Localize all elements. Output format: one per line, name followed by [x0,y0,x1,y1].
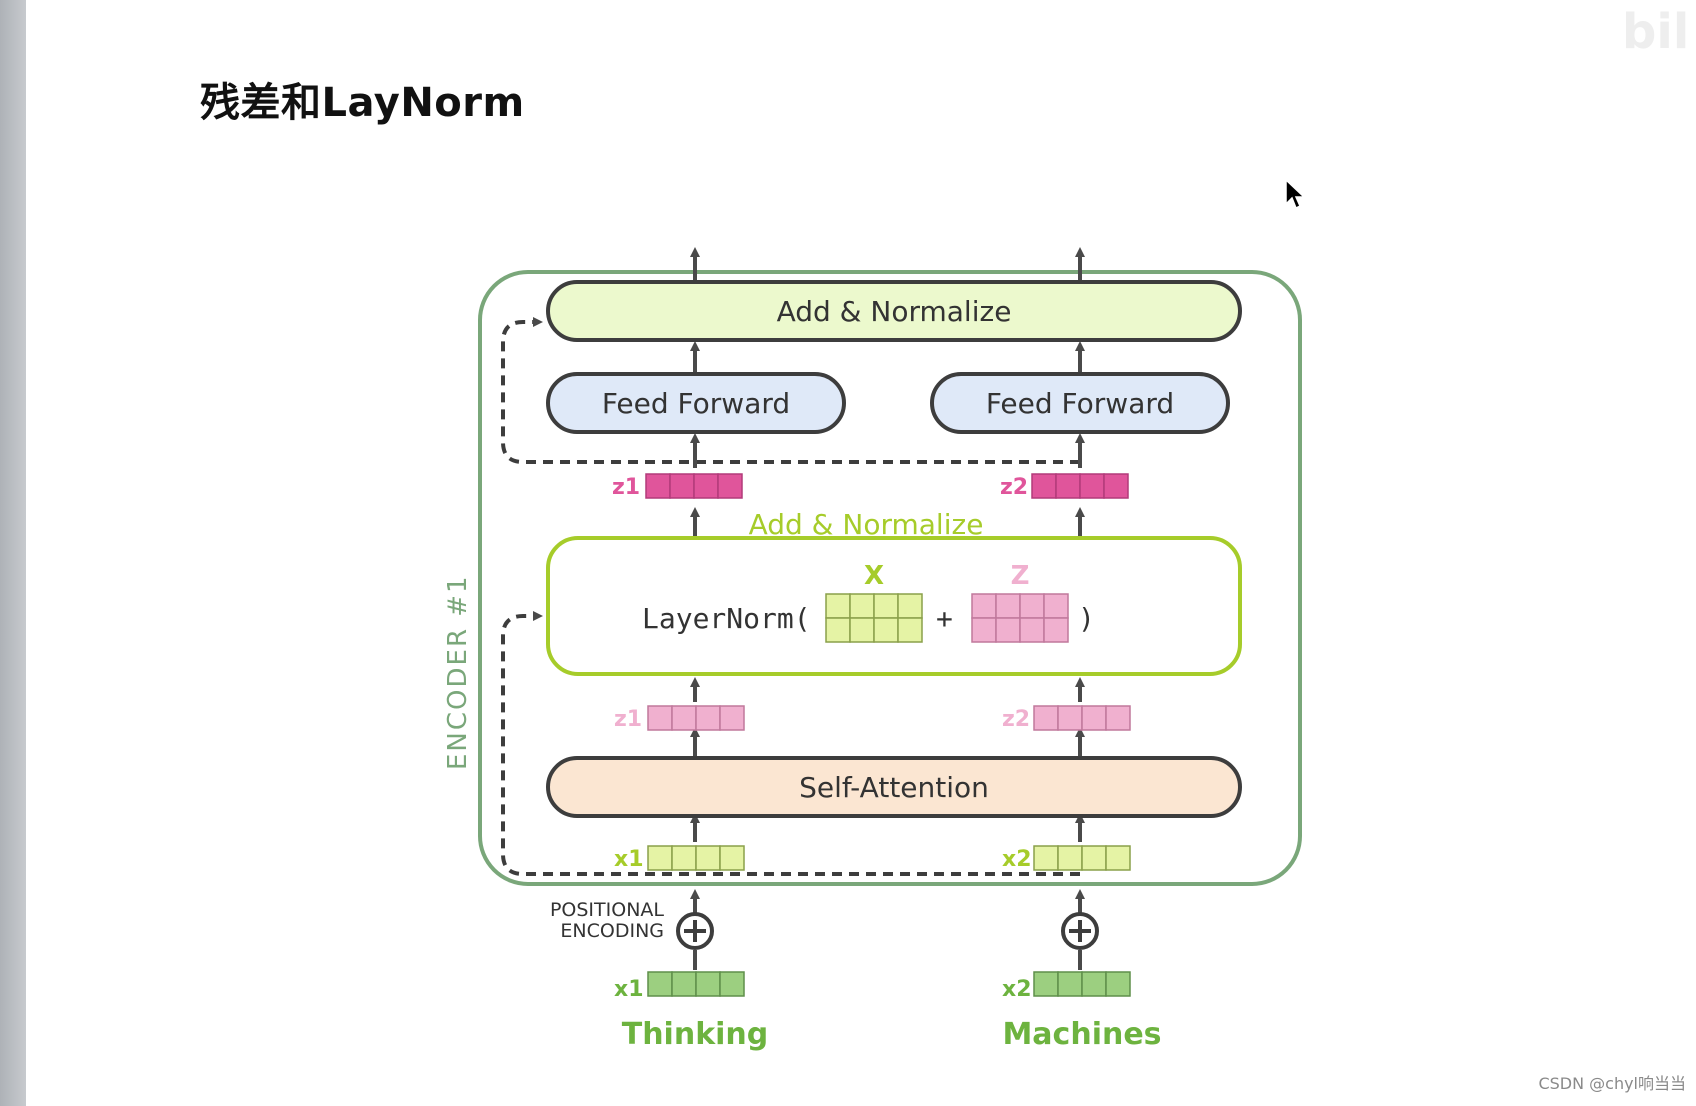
word-machines: Machines [1002,1017,1161,1052]
layernorm-plus: + [936,602,953,635]
z2-top-label: z2 [1000,475,1028,500]
feed-forward-right-box [930,372,1230,434]
feed-forward-left-label: Feed Forward [602,387,790,420]
x1-bottom-label: x1 [614,977,644,1002]
watermark: CSDN @chyl响当当 [1538,1074,1686,1093]
x2-bottom-vector [1033,971,1131,997]
self-attention-label: Self-Attention [799,771,989,804]
word-thinking: Thinking [622,1017,769,1052]
encoder-outline [478,270,1302,886]
feed-forward-right-label: Feed Forward [986,387,1174,420]
left-sidebar-edge [0,0,26,1106]
bilibili-logo-icon: bil [1622,4,1689,60]
x2-in-vector [1033,845,1131,871]
z1-top-vector [645,473,743,499]
mouse-cursor-icon [1285,178,1306,210]
layernorm-x-label: X [864,561,884,591]
svg-text:bil: bil [1622,4,1689,60]
positional-add-right-icon [1061,912,1099,950]
z1-top-label: z1 [612,475,640,500]
z2-top-vector [1031,473,1129,499]
z1-mid-vector [647,705,745,731]
positional-encoding-line2: ENCODING [560,920,664,942]
layernorm-close: ) [1078,602,1095,635]
self-attention-box [546,756,1242,818]
residual-path-top [501,317,1080,464]
encoder-label: ENCODER #1 [443,574,473,770]
z1-mid-label: z1 [614,707,642,732]
add-normalize-top-label: Add & Normalize [777,295,1012,328]
residual-path-bottom [501,611,1080,876]
layernorm-x-matrix [825,593,923,643]
add-normalize-top-box [546,280,1242,342]
x1-in-vector [647,845,745,871]
z2-mid-label: z2 [1002,707,1030,732]
layernorm-z-matrix [971,593,1069,643]
slide-title: 残差和LayNorm [200,80,525,126]
positional-add-left-icon [676,912,714,950]
feed-forward-left-box [546,372,846,434]
layernorm-func: LayerNorm( [642,602,811,635]
x1-in-label: x1 [614,847,644,872]
x2-bottom-label: x2 [1002,977,1032,1002]
x1-bottom-vector [647,971,745,997]
add-normalize-middle-label: Add & Normalize [749,508,984,541]
layernorm-z-label: Z [1011,561,1030,591]
z2-mid-vector [1033,705,1131,731]
x2-in-label: x2 [1002,847,1032,872]
positional-encoding-line1: POSITIONAL [550,899,664,921]
